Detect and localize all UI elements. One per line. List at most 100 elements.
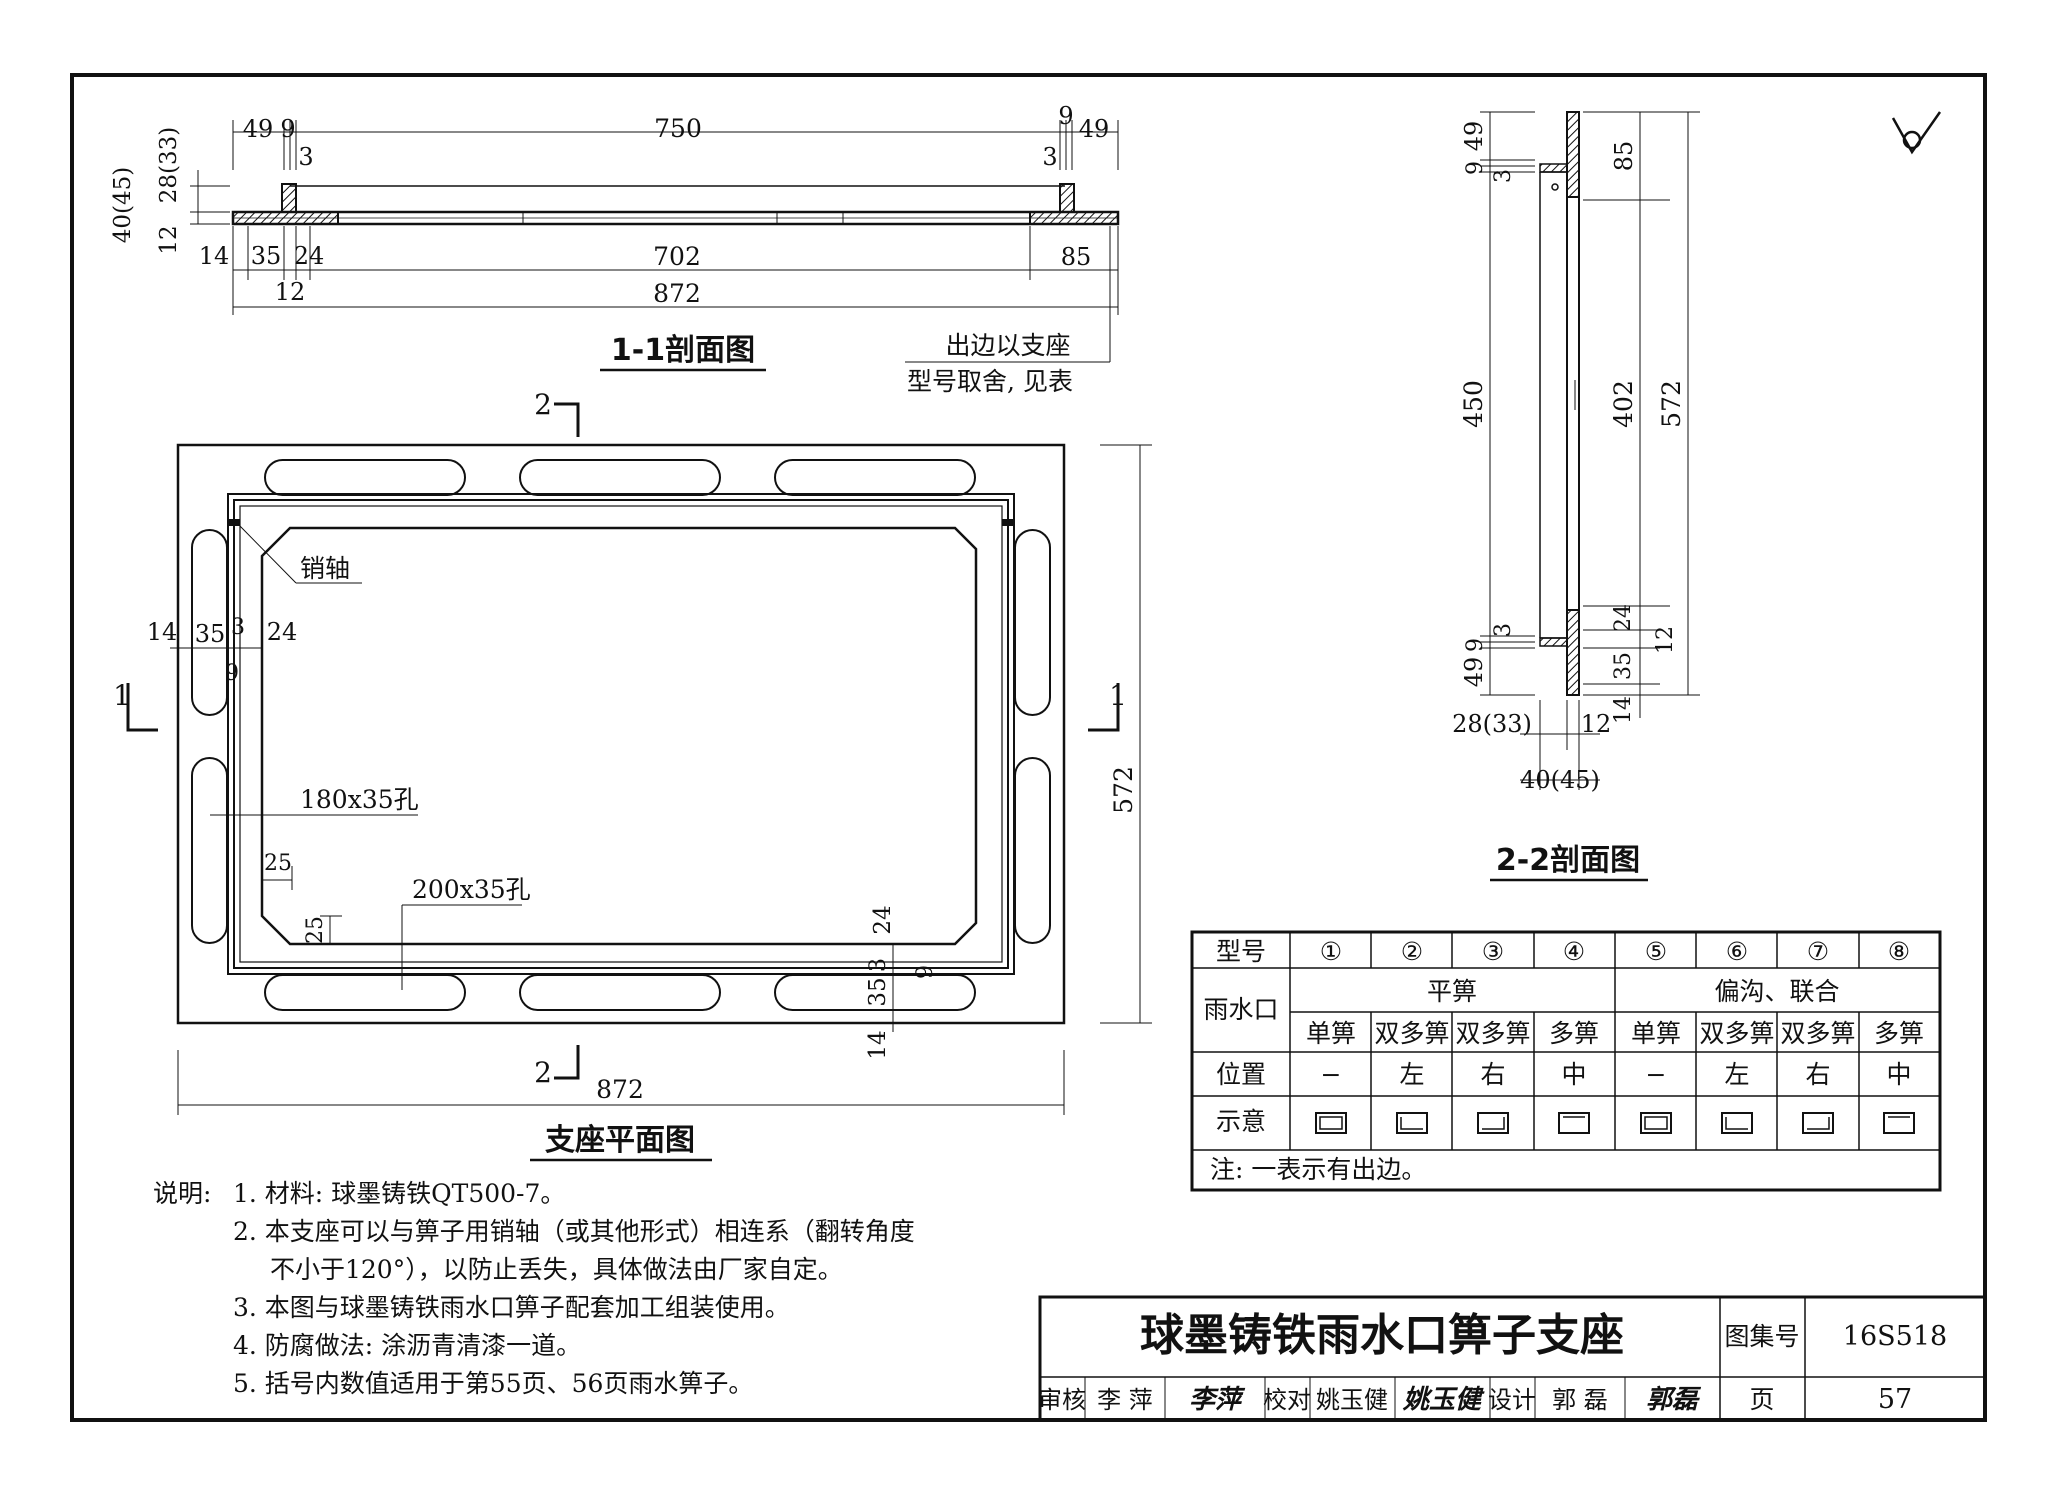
slot-bottom-2	[519, 974, 721, 1011]
frame-all-sides-icon	[1640, 1112, 1672, 1134]
inlet-type-1: 单箅	[1306, 1019, 1356, 1048]
s22-dim-572: 572	[1657, 380, 1686, 428]
s22-dim-450: 450	[1459, 380, 1488, 428]
inlet-type-7: 双多箅	[1780, 1019, 1855, 1048]
s22-dim-24: 24	[1611, 604, 1636, 632]
type-no-6: ⑥	[1726, 937, 1748, 966]
s22-dim-49-bottom: 49	[1460, 657, 1488, 688]
inlet-type-5: 单箅	[1631, 1019, 1681, 1048]
atlas-number: 16S518	[1843, 1321, 1947, 1352]
note-1: 1. 材料: 球墨铸铁QT500-7。	[233, 1179, 566, 1208]
dim-14: 14	[199, 242, 230, 270]
table-header-label: 型号	[1216, 937, 1266, 966]
dim-750: 750	[654, 114, 702, 143]
inlet-type-2: 双多箅	[1374, 1019, 1449, 1048]
dim-9-right: 9	[1058, 102, 1073, 130]
position-2: 左	[1399, 1060, 1424, 1089]
plan-opening	[260, 526, 978, 946]
slot-left-1	[191, 529, 228, 716]
position-5: −	[1646, 1060, 1667, 1089]
slot-top-3	[774, 459, 976, 496]
s22-dim-28-33: 28(33)	[1452, 710, 1532, 738]
section-1-1-right-profile	[1029, 183, 1119, 225]
section-mark-2-bottom: 2	[534, 1056, 552, 1089]
position-6: 左	[1724, 1060, 1749, 1089]
plan-dim-14: 14	[147, 618, 178, 646]
plan-outer-frame	[176, 443, 1066, 1025]
type-no-8: ⑧	[1888, 937, 1910, 966]
frame-right-edge-icon	[1802, 1112, 1834, 1134]
section-2-2: 49 9 3 450 3 9 49 85 402 572 24 12 35 14…	[1452, 111, 1700, 882]
dim-28-33: 28(33)	[156, 127, 182, 203]
position-8: 中	[1886, 1060, 1911, 1089]
s22-dim-12: 12	[1653, 626, 1678, 654]
s22-dim-9-bottom: 9	[1463, 638, 1488, 652]
dim-3-right: 3	[1042, 143, 1057, 171]
inlet-type-4: 多箅	[1549, 1019, 1599, 1048]
slot-top-1	[264, 459, 466, 496]
plan-bottom-3: 3	[866, 958, 891, 972]
section-mark-1-right: 1	[1109, 679, 1127, 712]
frame-center-edge-icon	[1558, 1112, 1590, 1134]
s22-dim-49-top: 49	[1460, 121, 1488, 152]
reviewer-name: 李 萍	[1097, 1386, 1153, 1414]
s22-dim-402: 402	[1609, 380, 1638, 428]
section-mark-1-left: 1	[113, 679, 131, 712]
slot-right-1	[1014, 529, 1051, 716]
note-4: 4. 防腐做法: 涂沥青清漆一道。	[233, 1331, 582, 1360]
slot-left-2	[191, 757, 228, 944]
hole-label-200x35: 200x35孔	[412, 875, 531, 904]
dim-3-left: 3	[298, 143, 313, 171]
plan-dim-3: 3	[231, 615, 245, 640]
position-4: 中	[1561, 1060, 1586, 1089]
note-5: 5. 括号内数值适用于第55页、56页雨水箅子。	[233, 1369, 754, 1398]
section-1-1: 49 9 3 750 9 3 49 40(45) 28(33) 12 14 35…	[110, 102, 1120, 396]
callout-line-1: 出边以支座	[945, 331, 1070, 360]
plan-bottom-9: 9	[913, 965, 938, 979]
callout-line-2: 型号取舍, 见表	[907, 367, 1073, 396]
plan-dim-24: 24	[267, 618, 298, 646]
dim-9-left: 9	[280, 115, 295, 143]
type-no-2: ②	[1401, 937, 1423, 966]
type-no-3: ③	[1482, 937, 1504, 966]
group-side-combined: 偏沟、联合	[1714, 977, 1839, 1006]
slot-bottom-3	[774, 974, 976, 1011]
plan-width-872: 872	[596, 1075, 644, 1104]
type-no-4: ④	[1563, 937, 1585, 966]
corner-dim-25-a: 25	[264, 851, 292, 876]
note-2: 2. 本支座可以与箅子用销轴（或其他形式）相连系（翻转角度	[233, 1217, 915, 1246]
slot-right-2	[1014, 757, 1051, 944]
reviewer-signature: 李萍	[1189, 1385, 1246, 1415]
type-no-5: ⑤	[1645, 937, 1667, 966]
checker-name: 姚玉健	[1316, 1386, 1388, 1414]
table-inlet-label: 雨水口	[1203, 995, 1278, 1024]
plan-view-title: 支座平面图	[545, 1123, 695, 1158]
table-position-label: 位置	[1216, 1060, 1266, 1089]
section-1-1-title: 1-1剖面图	[611, 333, 755, 368]
frame-right-edge-icon	[1477, 1112, 1509, 1134]
designer-name: 郭 磊	[1552, 1386, 1608, 1414]
notes-lead: 说明:	[153, 1179, 212, 1208]
review-label: 审核	[1038, 1386, 1086, 1414]
section-mark-2-top: 2	[534, 388, 552, 421]
section-1-1-left-profile	[232, 183, 339, 225]
group-flat-grate: 平箅	[1427, 977, 1477, 1006]
dim-872: 872	[653, 279, 701, 308]
s22-dim-9-top: 9	[1463, 161, 1488, 175]
s22-dim-14: 14	[1611, 696, 1636, 724]
pin-left	[228, 519, 240, 526]
frame-all-sides-icon	[1315, 1112, 1347, 1134]
dim-85: 85	[1061, 243, 1092, 271]
plan-view: 销轴 14 35 3 24 9 180x35孔 200x35孔 25 25	[113, 388, 1152, 1162]
table-footnote: 注: 一表示有出边。	[1210, 1155, 1426, 1184]
position-7: 右	[1805, 1060, 1830, 1089]
pin-label: 销轴	[300, 554, 350, 583]
frame-center-edge-icon	[1883, 1112, 1915, 1134]
atlas-label: 图集号	[1724, 1322, 1799, 1351]
designer-signature: 郭磊	[1646, 1385, 1702, 1415]
slot-bottom-1	[264, 974, 466, 1011]
s22-dim-3-bottom: 3	[1491, 623, 1516, 637]
plan-bottom-14: 14	[865, 1030, 891, 1059]
pin-right	[1002, 519, 1014, 526]
